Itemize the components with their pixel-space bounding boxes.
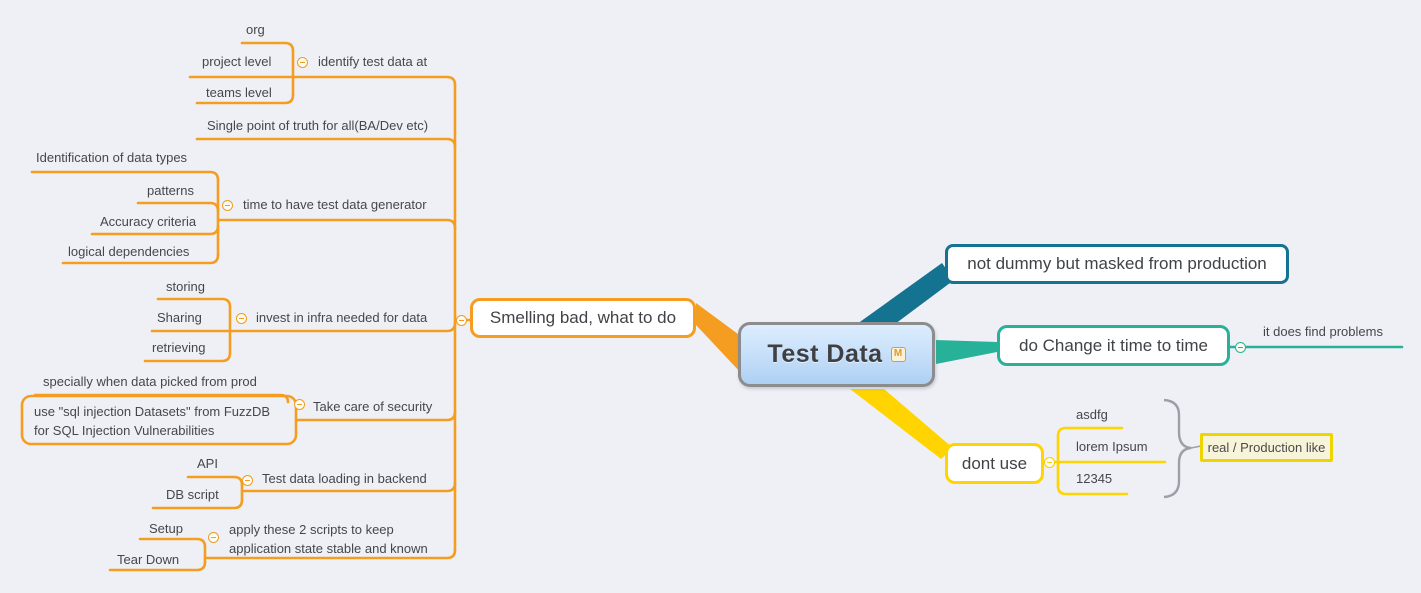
topic-loading-backend[interactable]: Test data loading in backend (262, 471, 427, 486)
topic-api[interactable]: API (197, 456, 218, 471)
topic-storing[interactable]: storing (166, 279, 206, 294)
right-yellow-connectors (1042, 426, 1167, 496)
topic-invest-infra[interactable]: invest in infra needed for data (256, 310, 428, 325)
topic-project-level[interactable]: project level (202, 54, 272, 69)
topic-asdfg[interactable]: asdfg (1076, 407, 1108, 422)
topic-sharing[interactable]: Sharing (157, 310, 202, 325)
topic-logical-dependencies[interactable]: logical dependencies (68, 244, 190, 259)
topic-apply-scripts[interactable]: apply these 2 scripts to keep applicatio… (229, 522, 428, 556)
branch-wedge-change (936, 340, 997, 364)
summary-real-production-like[interactable]: real / Production like (1200, 433, 1333, 462)
topic-data-from-prod[interactable]: specially when data picked from prod (43, 374, 257, 389)
collapse-button-identify[interactable] (296, 56, 308, 68)
topic-dont-use[interactable]: dont use (945, 443, 1044, 484)
topic-12345[interactable]: 12345 (1076, 471, 1113, 486)
topic-single-point[interactable]: Single point of truth for all(BA/Dev etc… (207, 118, 429, 133)
topic-not-dummy-masked[interactable]: not dummy but masked from production (945, 244, 1289, 284)
branch-wedge-smelling (696, 303, 742, 374)
group-brace (1163, 398, 1202, 499)
branch-wedge-masked (857, 263, 954, 324)
root-topic-label: Test Data (767, 340, 883, 368)
topic-identify-test-data[interactable]: identify test data at (318, 54, 428, 69)
topic-change-time-to-time[interactable]: do Change it time to time (997, 325, 1230, 366)
collapse-button-dontuse[interactable] (1043, 456, 1055, 468)
collapse-button-generator[interactable] (221, 199, 233, 211)
branch-wedge-dontuse (850, 389, 953, 459)
topic-identification-data-types[interactable]: Identification of data types (36, 150, 188, 165)
topic-patterns[interactable]: patterns (147, 183, 194, 198)
collapse-button-infra[interactable] (235, 312, 247, 324)
topic-it-does-find-problems[interactable]: it does find problems (1263, 324, 1383, 339)
collapse-button-smelling[interactable] (455, 314, 467, 326)
topic-smelling-bad[interactable]: Smelling bad, what to do (470, 298, 696, 338)
topic-fuzzdb[interactable]: use "sql injection Datasets" from FuzzDB… (34, 404, 271, 438)
collapse-button-backend[interactable] (241, 474, 253, 486)
topic-db-script[interactable]: DB script (166, 487, 219, 502)
topic-org[interactable]: org (246, 22, 265, 37)
topic-take-care-security[interactable]: Take care of security (313, 399, 433, 414)
letter-m-marker-icon[interactable]: M (890, 347, 906, 362)
topic-tear-down[interactable]: Tear Down (117, 552, 180, 567)
topic-setup[interactable]: Setup (149, 521, 183, 536)
topic-teams-level[interactable]: teams level (206, 85, 272, 100)
topic-test-data-generator[interactable]: time to have test data generator (243, 197, 427, 212)
topic-accuracy-criteria[interactable]: Accuracy criteria (100, 214, 197, 229)
left-orange-connectors (20, 41, 472, 572)
root-topic-test-data[interactable]: Test Data M (738, 322, 935, 387)
topic-lorem-ipsum[interactable]: lorem Ipsum (1076, 439, 1148, 454)
collapse-button-change[interactable] (1234, 341, 1246, 353)
topic-retrieving[interactable]: retrieving (152, 340, 206, 355)
collapse-button-security[interactable] (293, 398, 305, 410)
collapse-button-scripts[interactable] (207, 531, 219, 543)
fuzzdb-topic-border (20, 394, 298, 446)
